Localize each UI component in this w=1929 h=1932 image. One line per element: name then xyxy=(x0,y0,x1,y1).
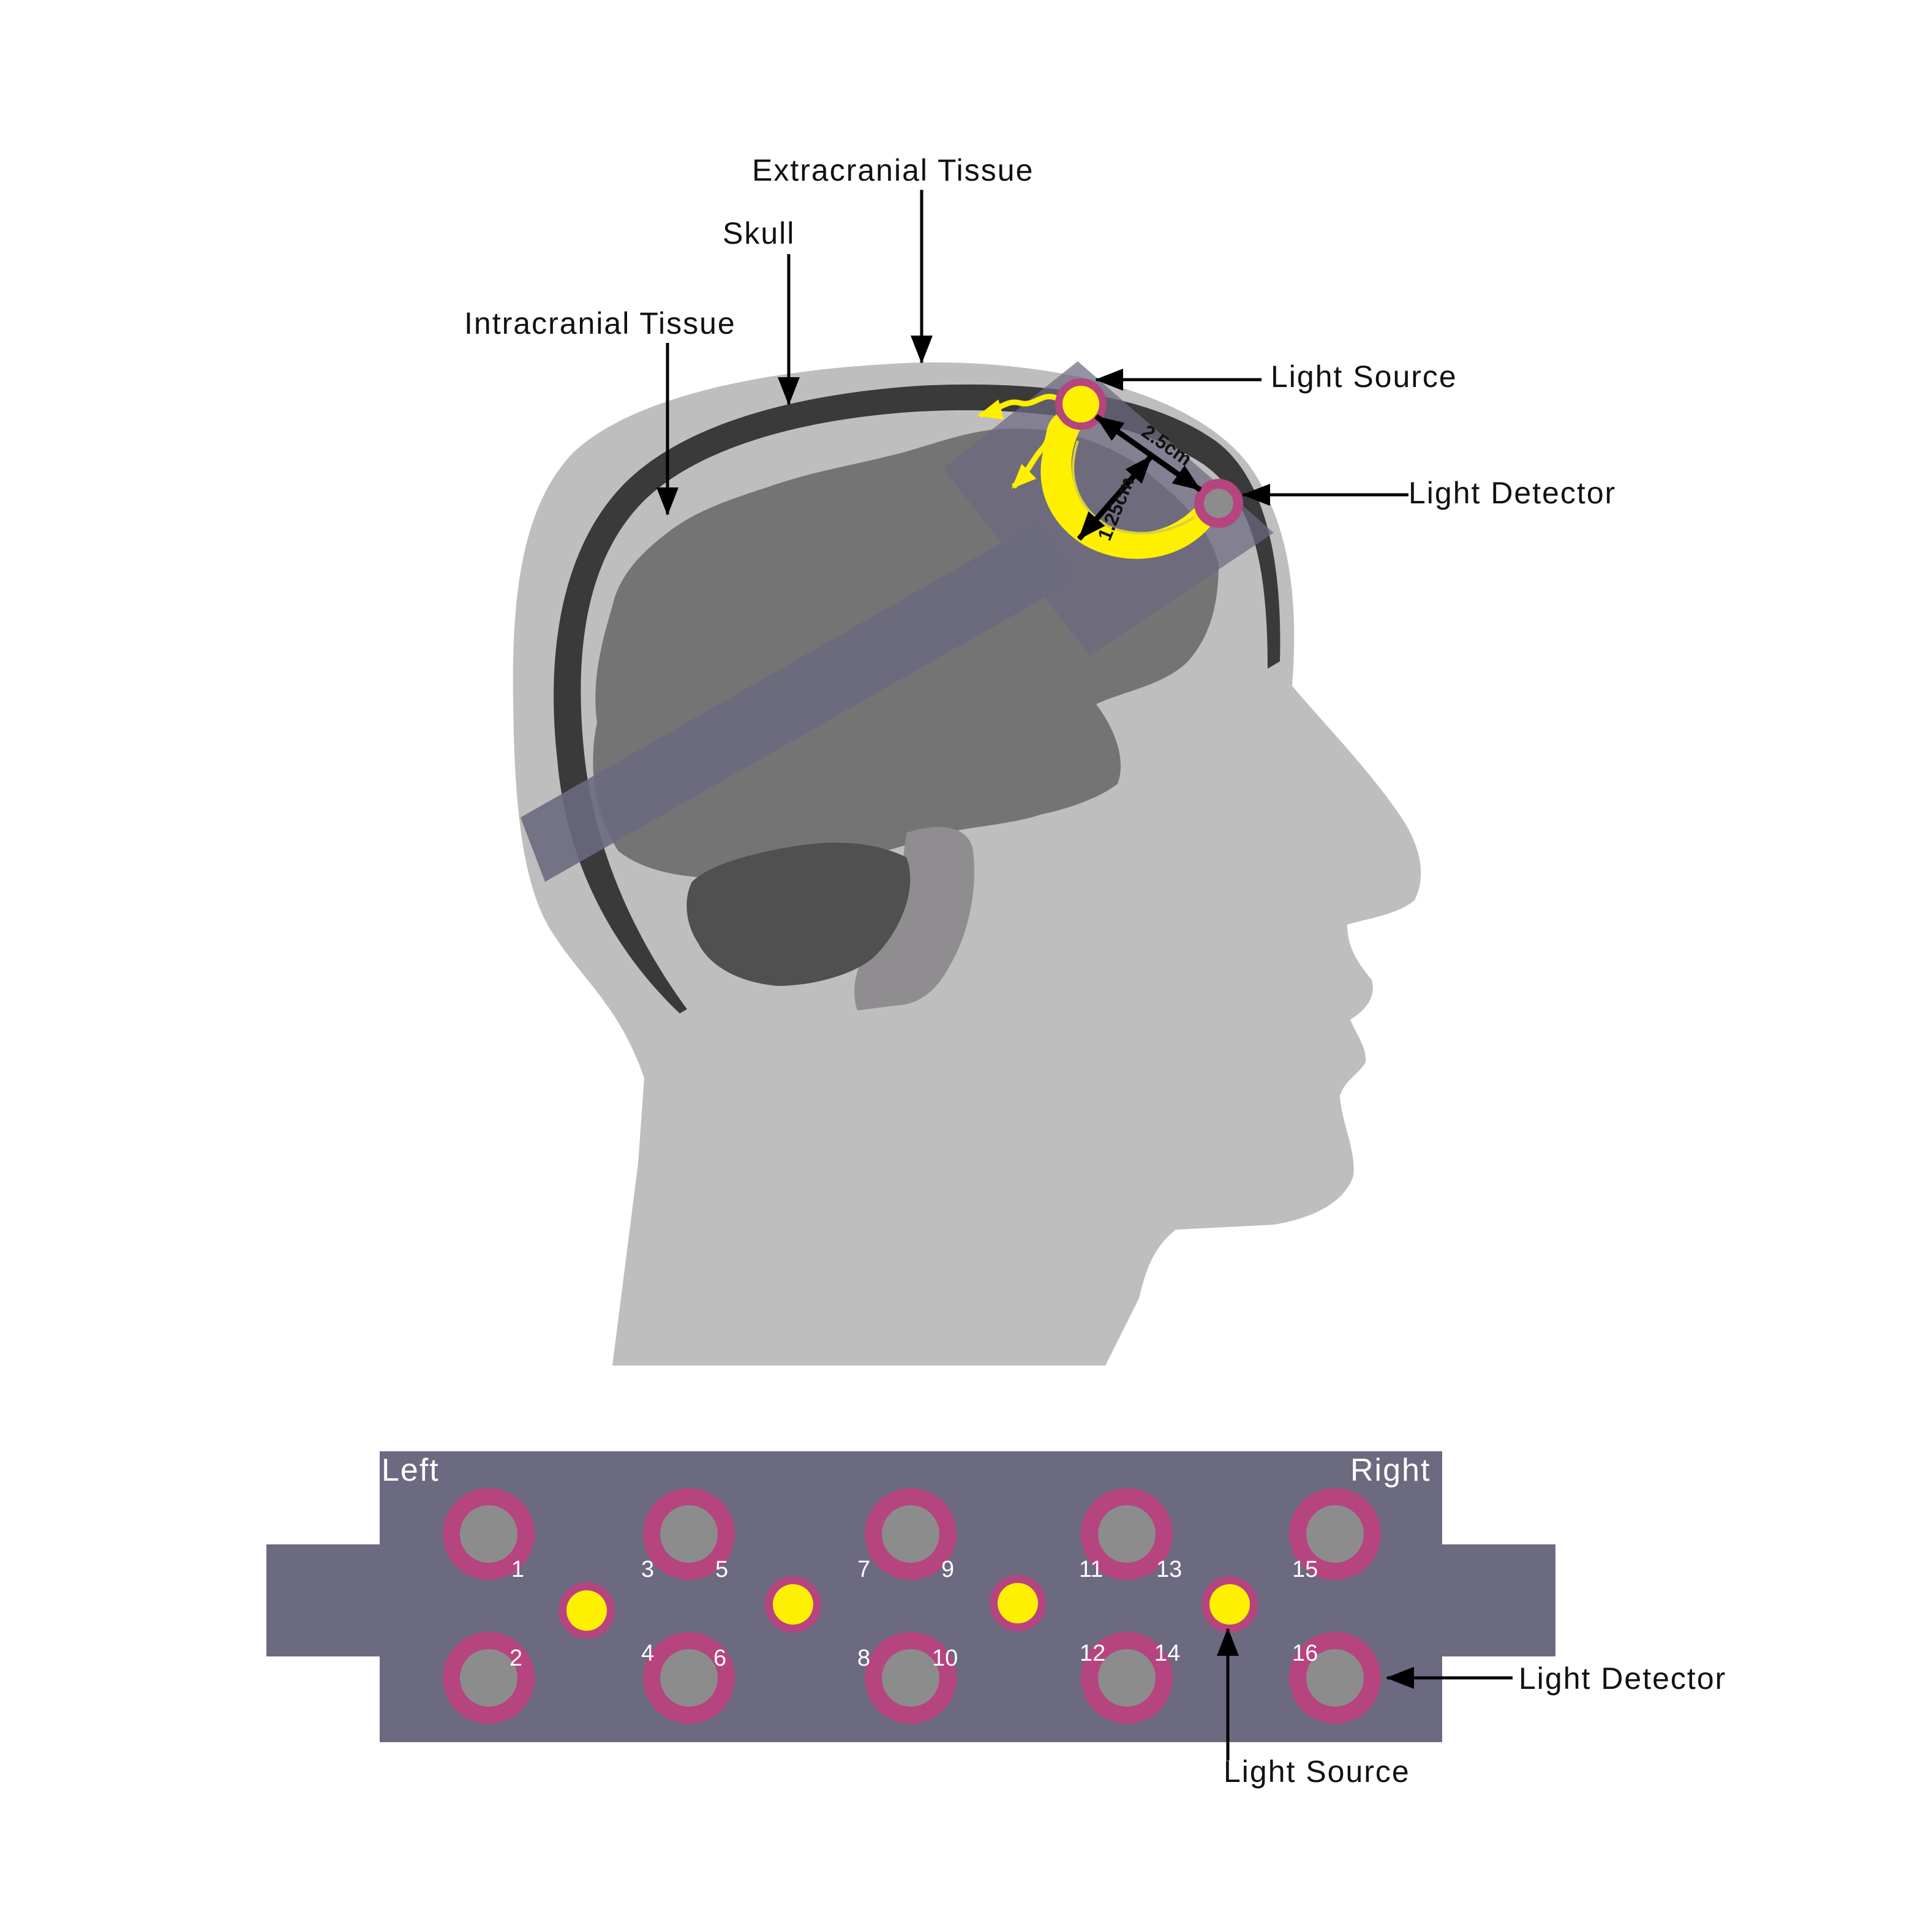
distance-arrow-1.25cm xyxy=(1077,454,1154,541)
pad-label-right: Right xyxy=(1350,1453,1431,1488)
pad-detector-number: 2 xyxy=(510,1645,522,1671)
cerebellum xyxy=(686,843,911,986)
head-light-detector xyxy=(1194,479,1243,528)
pad-detector-number: 9 xyxy=(941,1557,954,1582)
pad-detector xyxy=(865,1632,957,1724)
label-light-source-head: Light Source xyxy=(1271,359,1457,394)
head-light-source xyxy=(1055,378,1107,430)
head-figure: 2.5cm 1.25cm Extracranial Tissue Skull I… xyxy=(464,153,1616,1366)
pad-detector-number: 14 xyxy=(1154,1641,1180,1666)
skull-layer xyxy=(554,384,1280,1014)
pad-detector xyxy=(1081,1488,1173,1580)
pad-detector xyxy=(865,1488,957,1580)
pad-detector xyxy=(643,1632,735,1724)
brainstem xyxy=(854,827,974,1010)
pad-detector-number: 11 xyxy=(1079,1557,1103,1582)
distance-arrow-2.5cm xyxy=(1094,414,1202,492)
pad-detector xyxy=(443,1632,535,1724)
pad-detector xyxy=(1081,1632,1173,1724)
pad-detector xyxy=(1289,1488,1381,1580)
scatter-arrow-2 xyxy=(1011,414,1061,489)
pad-detector-number: 4 xyxy=(641,1641,654,1666)
label-light-source-pad: Light Source xyxy=(1224,1754,1410,1789)
label-extracranial-tissue: Extracranial Tissue xyxy=(752,153,1034,187)
scatter-arrow-1 xyxy=(977,394,1058,420)
pad-detector-number: 6 xyxy=(713,1645,726,1671)
label-light-detector-head: Light Detector xyxy=(1408,476,1616,510)
pad-light-source xyxy=(765,1576,821,1633)
pad-detector-number: 8 xyxy=(857,1645,870,1671)
pad-light-source xyxy=(1201,1576,1258,1633)
pad-detector-number: 16 xyxy=(1292,1641,1318,1666)
pad-detectors xyxy=(443,1488,1381,1724)
pad-sources xyxy=(558,1575,1258,1639)
pad-detector-number: 3 xyxy=(641,1557,654,1582)
pad-detector xyxy=(443,1488,535,1580)
pad-body xyxy=(266,1451,1555,1742)
pad-label-left: Left xyxy=(382,1453,440,1488)
label-intracranial-tissue: Intracranial Tissue xyxy=(464,306,736,340)
pad-detector-number: 13 xyxy=(1156,1557,1182,1582)
headband-strap xyxy=(521,521,1078,882)
label-skull: Skull xyxy=(723,216,795,250)
label-light-detector-pad: Light Detector xyxy=(1519,1661,1726,1696)
pad-detector xyxy=(643,1488,735,1580)
pad-detector-number: 12 xyxy=(1080,1641,1105,1666)
pad-detector xyxy=(1289,1632,1381,1724)
pad-detector-number: 1 xyxy=(511,1557,524,1582)
pad-detector-number: 10 xyxy=(932,1645,958,1671)
pad-detector-number: 5 xyxy=(715,1557,728,1582)
pad-detector-number: 15 xyxy=(1292,1557,1318,1582)
pad-light-source xyxy=(558,1582,615,1639)
pad-light-source xyxy=(990,1575,1046,1631)
pad-detector-number: 7 xyxy=(857,1557,870,1582)
